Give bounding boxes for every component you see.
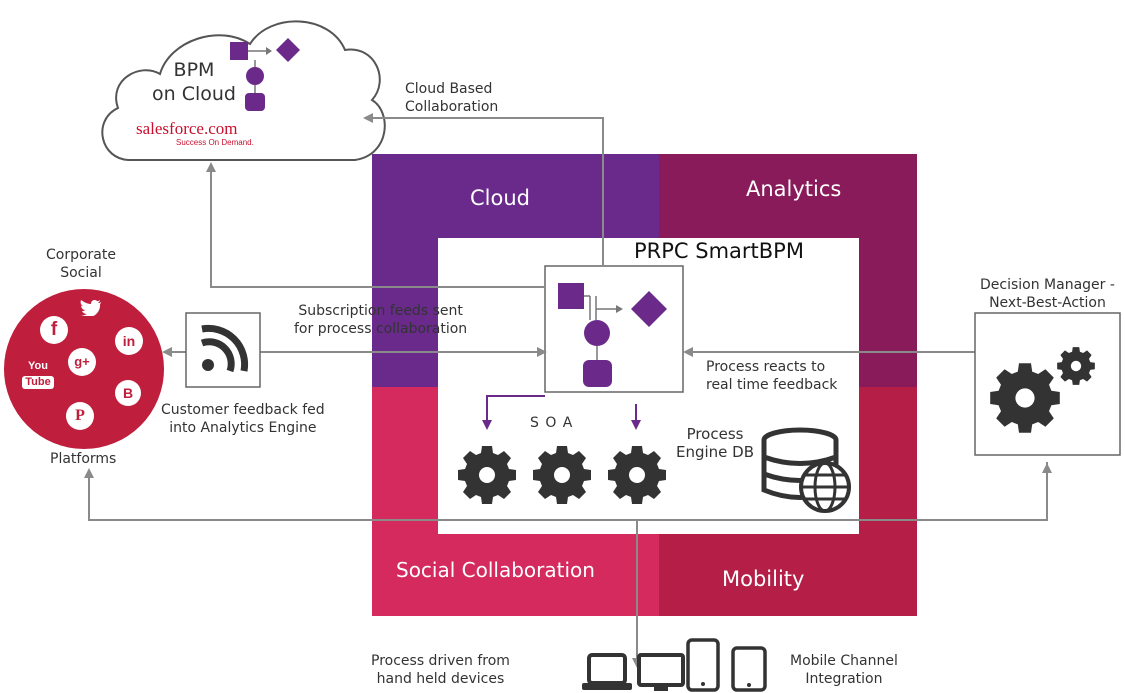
soa-label: S O A: [530, 415, 574, 431]
mobile-channel-label: Mobile Channel Integration: [790, 653, 898, 687]
soa-gear-3-icon: [608, 446, 666, 504]
salesforce-tagline: Success On Demand.: [176, 138, 254, 147]
process-reacts-label: Process reacts to real time feedback: [706, 359, 838, 393]
social-bottom-label: Platforms: [50, 451, 117, 467]
phone-icon: [731, 646, 767, 692]
cloud-node-title: BPM on Cloud: [152, 59, 236, 105]
salesforce-brand: salesforce.com: [136, 119, 238, 138]
monitor-icon: [637, 653, 685, 691]
cloud-shape: [101, 20, 386, 161]
salesforce-logo: salesforce.com Success On Demand.: [136, 119, 254, 148]
social-circle: [4, 289, 164, 449]
social-top-label: Corporate Social: [46, 247, 116, 281]
soa-gear-2-icon: [533, 446, 591, 504]
decision-label: Decision Manager - Next-Best-Action: [980, 277, 1115, 311]
soa-gear-1-icon: [458, 446, 516, 504]
rss-icon: [200, 324, 249, 373]
laptop-icon: [582, 653, 632, 690]
tablet-icon: [686, 638, 720, 692]
database-globe-icon: [761, 427, 851, 513]
subscription-label: Subscription feeds sent for process coll…: [294, 303, 468, 337]
quadrant-mobility-label: Mobility: [722, 567, 805, 591]
process-flow-icon: [558, 283, 667, 387]
customer-feedback-label: Customer feedback fed into Analytics Eng…: [161, 402, 325, 436]
arrow-to-cloud: [206, 162, 545, 288]
handheld-label: Process driven from hand held devices: [371, 653, 510, 687]
db-label: Process Engine DB: [676, 425, 755, 461]
center-title: PRPC SmartBPM: [634, 239, 804, 263]
soa-arrow-left: [482, 395, 545, 430]
cloud-flow-icon: [230, 38, 300, 111]
arrow-cloud-collab: [363, 113, 604, 266]
quadrant-analytics-label: Analytics: [746, 177, 842, 201]
quadrant-cloud-label: Cloud: [470, 186, 530, 210]
cloud-collab-label: Cloud Based Collaboration: [405, 81, 499, 115]
quadrant-social-label: Social Collaboration: [396, 558, 595, 582]
